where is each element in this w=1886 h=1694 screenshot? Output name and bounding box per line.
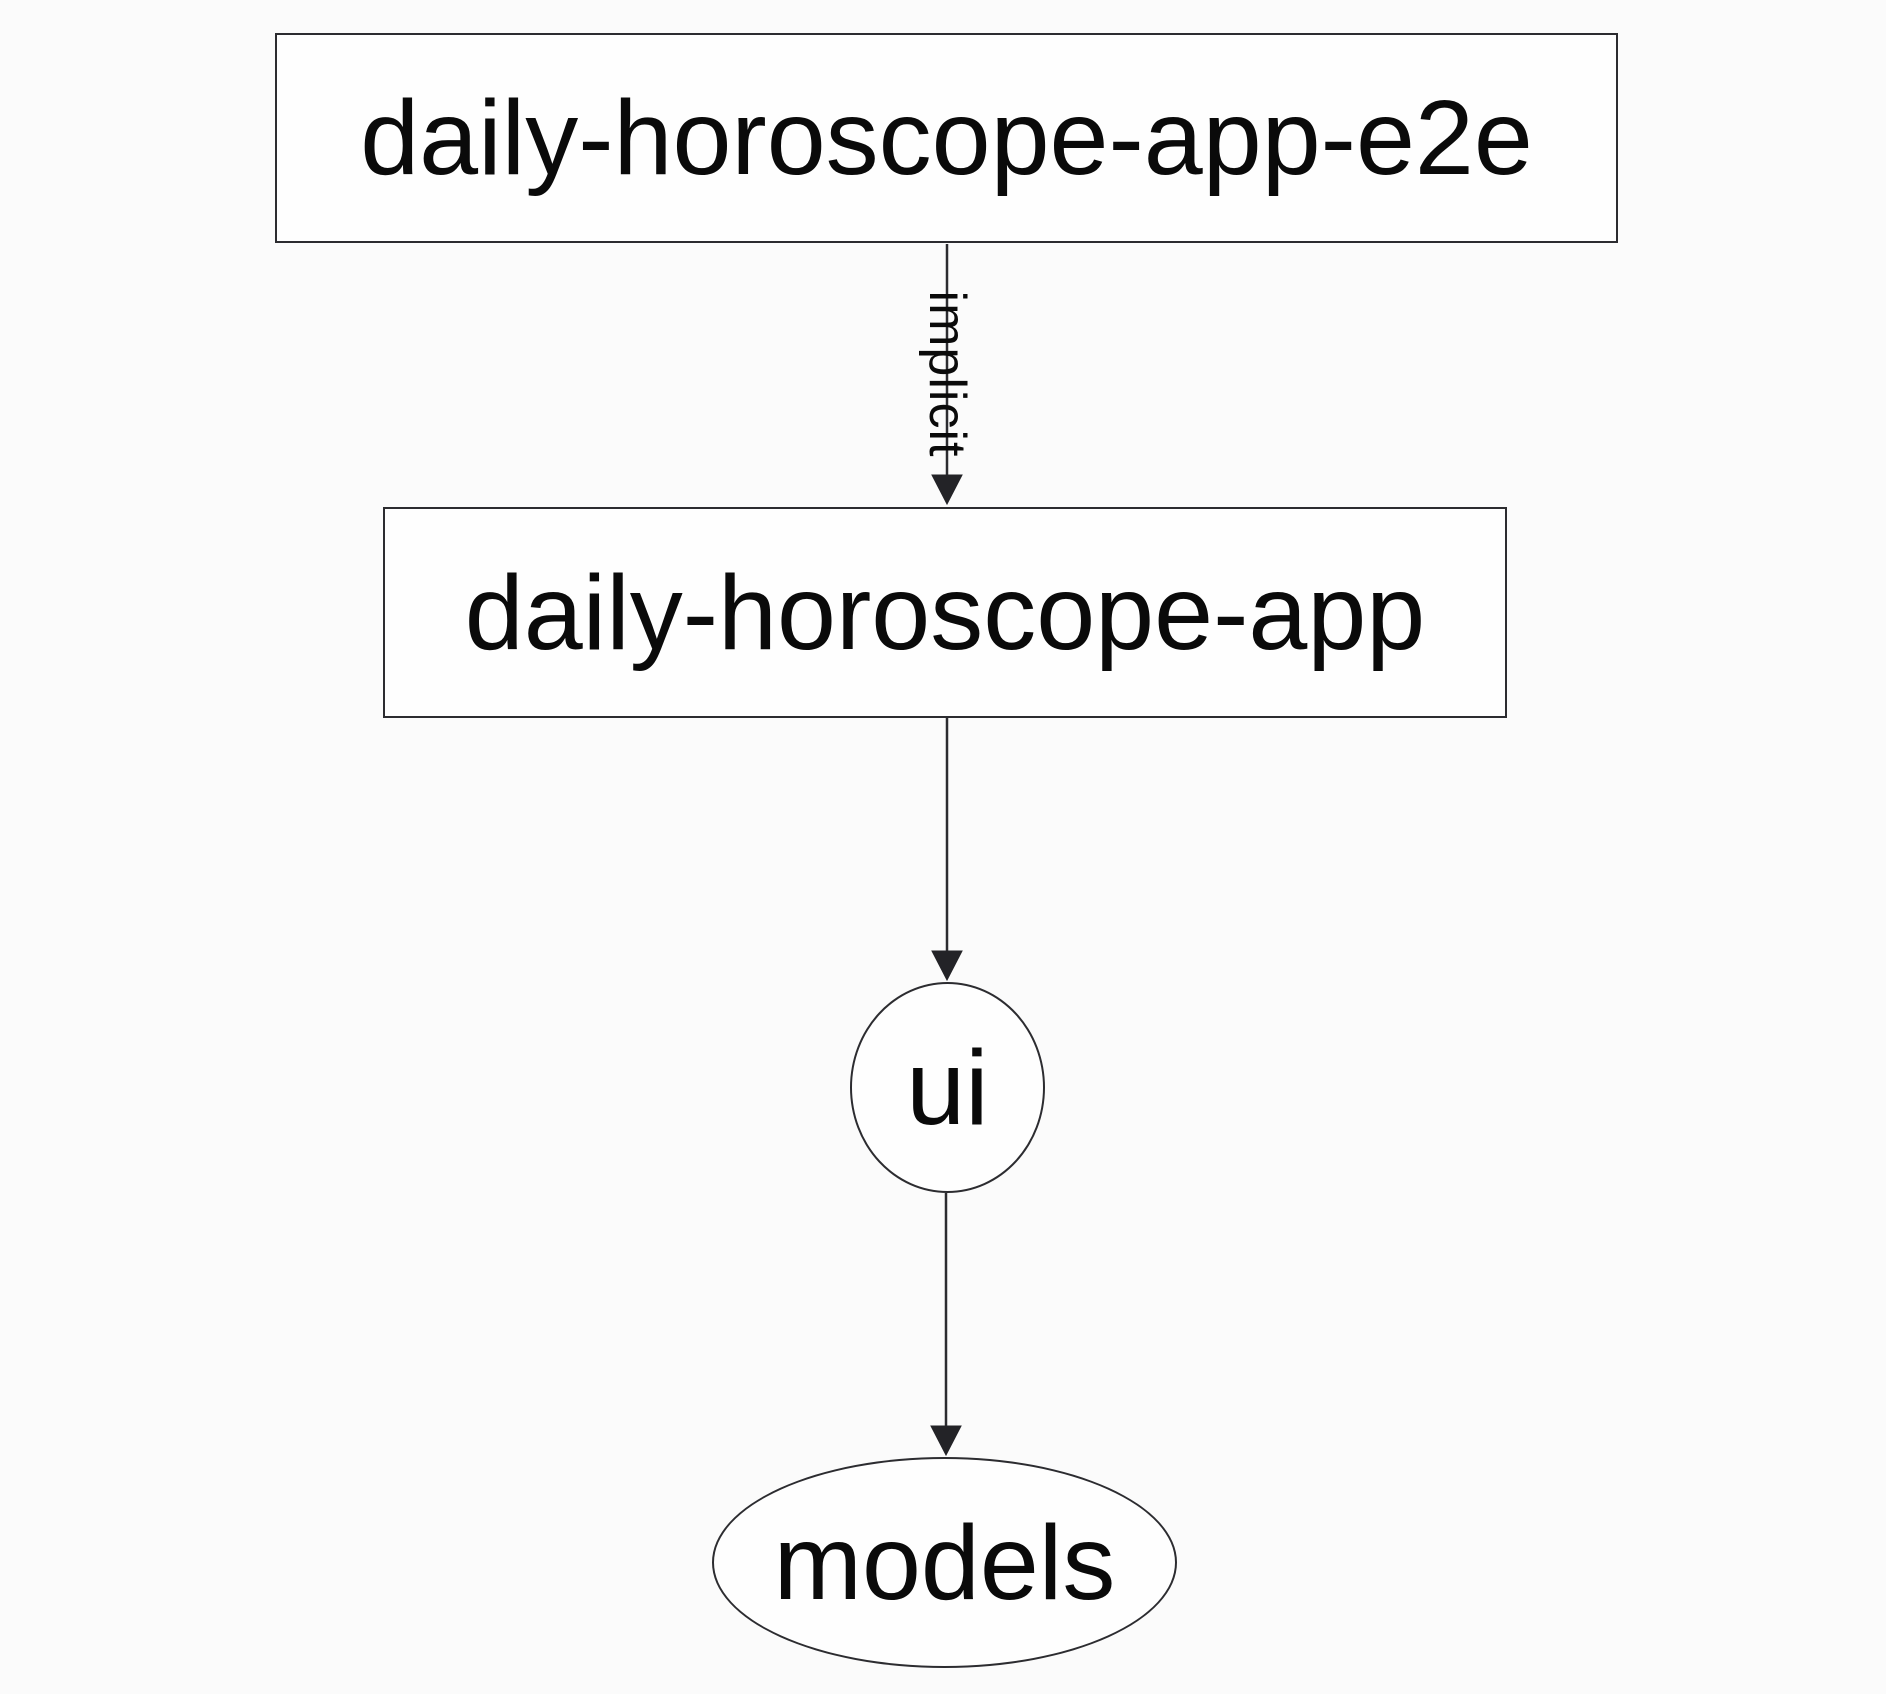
node-daily-horoscope-app-e2e[interactable]: daily-horoscope-app-e2e xyxy=(275,33,1618,243)
node-label: daily-horoscope-app xyxy=(464,553,1426,672)
edge-e2e-to-app xyxy=(931,244,963,506)
node-daily-horoscope-app[interactable]: daily-horoscope-app xyxy=(383,507,1507,718)
arrowhead-down-icon xyxy=(931,950,963,982)
node-label: ui xyxy=(906,1028,989,1147)
edge-app-to-ui xyxy=(931,718,963,982)
node-ui[interactable]: ui xyxy=(850,982,1045,1193)
edge-ui-to-models xyxy=(930,1193,962,1457)
arrowhead-down-icon xyxy=(930,1425,962,1457)
arrowhead-down-icon xyxy=(931,474,963,506)
node-label: models xyxy=(773,1503,1116,1622)
edge-label-implicit: implicit xyxy=(918,290,976,458)
node-label: daily-horoscope-app-e2e xyxy=(360,79,1533,197)
node-models[interactable]: models xyxy=(712,1457,1177,1668)
